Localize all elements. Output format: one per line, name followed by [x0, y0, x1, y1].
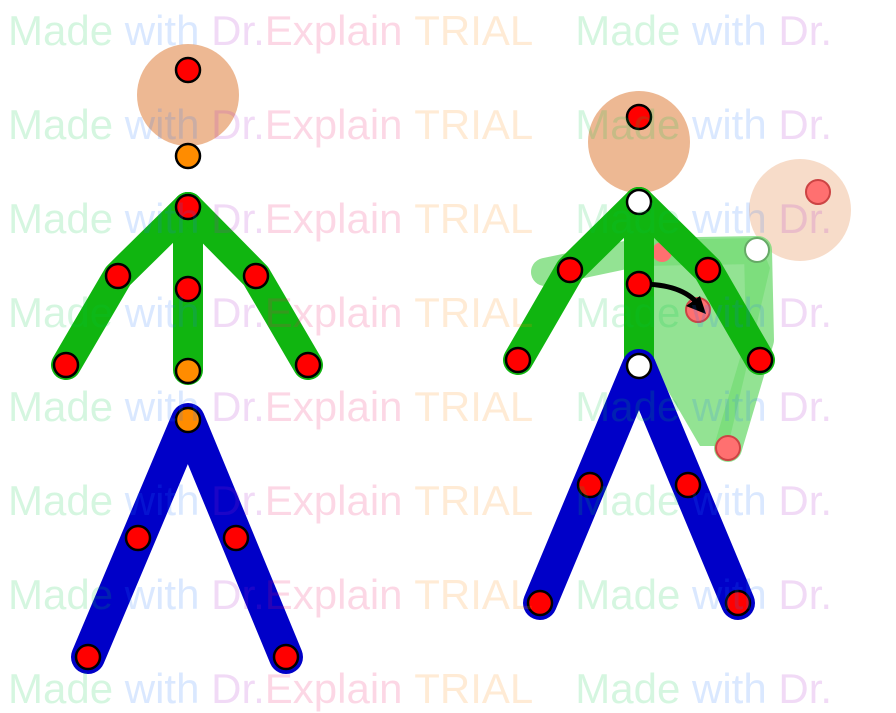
right-joints — [504, 103, 774, 617]
figure-right — [503, 91, 851, 620]
figure-left — [51, 44, 323, 674]
left-joints — [52, 56, 322, 671]
left-arm-left — [51, 192, 203, 380]
ghost-head-joint — [805, 179, 831, 205]
left-shoulder-joint[interactable] — [174, 193, 202, 221]
right-hip-pivot[interactable] — [625, 352, 653, 380]
right-knee-right-joint[interactable] — [674, 471, 702, 499]
left-waist-connector[interactable] — [174, 357, 202, 385]
right-knee-left-joint[interactable] — [576, 471, 604, 499]
left-head[interactable] — [137, 44, 239, 146]
right-foot-right-joint[interactable] — [724, 589, 752, 617]
right-hand-right-joint[interactable] — [746, 346, 774, 374]
left-chest-joint[interactable] — [174, 275, 202, 303]
left-elbow-left-joint[interactable] — [104, 262, 132, 290]
left-hand-right-joint[interactable] — [294, 351, 322, 379]
left-hand-left-joint[interactable] — [52, 351, 80, 379]
right-elbow-left-joint[interactable] — [556, 256, 584, 284]
left-foot-right-joint[interactable] — [272, 643, 300, 671]
left-foot-left-joint[interactable] — [74, 643, 102, 671]
right-elbow-right-joint[interactable] — [694, 256, 722, 284]
right-head-joint[interactable] — [625, 103, 653, 131]
left-elbow-right-joint[interactable] — [242, 262, 270, 290]
right-neck-pivot[interactable] — [625, 188, 653, 216]
right-hand-left-joint[interactable] — [504, 346, 532, 374]
ghost-shoulder-joint — [744, 237, 770, 263]
left-knee-right-joint[interactable] — [222, 524, 250, 552]
rotation-arrow-head — [686, 296, 706, 314]
left-neck-connector[interactable] — [174, 142, 202, 170]
left-head-joint[interactable] — [174, 56, 202, 84]
right-foot-left-joint[interactable] — [526, 589, 554, 617]
ghost-hand-joint — [715, 435, 741, 461]
left-hip-connector[interactable] — [174, 406, 202, 434]
right-chest-joint[interactable] — [625, 270, 653, 298]
right-head[interactable] — [588, 91, 690, 193]
left-knee-left-joint[interactable] — [124, 524, 152, 552]
left-legs[interactable] — [71, 403, 303, 674]
